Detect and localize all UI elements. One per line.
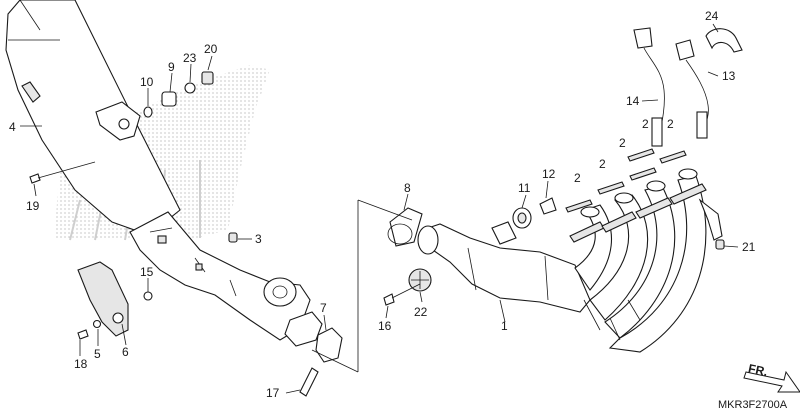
callout-label: 4 [9, 120, 16, 134]
leader-lines [20, 23, 739, 394]
callout-label: 22 [414, 305, 428, 319]
exhaust-pipe-assembly [417, 168, 723, 353]
callout-label: 8 [404, 181, 411, 195]
gaskets-2 [565, 148, 687, 213]
callout-label: 2 [619, 136, 626, 150]
callout-label: 5 [94, 347, 101, 361]
callout-label: 19 [26, 199, 40, 213]
washer-23 [184, 82, 196, 94]
collar-9 [161, 91, 177, 107]
o2-sensor-13 [675, 39, 709, 139]
callout-label: 21 [742, 240, 756, 254]
front-marker-label: FR. [747, 361, 769, 379]
callout-label: 11 [518, 181, 531, 195]
nut-20 [201, 71, 214, 85]
callout-label: 12 [542, 167, 556, 181]
o2-sensor-14 [633, 27, 665, 147]
callout-label: 24 [705, 9, 719, 23]
nut-21 [715, 239, 725, 250]
band-7 [315, 327, 343, 363]
front-direction-arrow: FR. [743, 361, 800, 393]
callout-label: 14 [626, 94, 640, 108]
bolt-19 [29, 161, 96, 184]
washer-10 [143, 106, 153, 118]
diagram-code: MKR3F2700A [718, 399, 788, 411]
washer-5 [92, 319, 102, 329]
grommet-11 [512, 207, 532, 229]
washer-15 [143, 291, 153, 301]
callout-label: 2 [574, 171, 581, 185]
callout-label: 2 [642, 117, 649, 131]
link-pipe [129, 211, 323, 347]
bolt-18 [77, 329, 89, 340]
callout-label: 9 [168, 60, 175, 74]
callout-label: 3 [255, 232, 262, 246]
callout-label: 1 [501, 319, 508, 333]
callout-label: 6 [122, 345, 129, 359]
bolt-16 [383, 283, 421, 306]
callout-label: 16 [378, 319, 392, 333]
collar-12 [539, 197, 557, 215]
callout-label: 23 [183, 51, 197, 65]
callout-label: 13 [722, 69, 736, 83]
heat-guard [77, 261, 129, 337]
clamp-24 [705, 28, 743, 53]
callouts: 1 2 2 2 2 2 3 4 5 6 7 8 9 10 11 12 13 14… [9, 9, 756, 400]
callout-label: 2 [599, 157, 606, 171]
callout-label: 15 [140, 265, 154, 279]
gasket-8 [387, 207, 423, 247]
callout-label: 17 [266, 386, 280, 400]
nut-3 [228, 232, 238, 243]
callout-label: 18 [74, 357, 88, 371]
callout-label: 10 [140, 75, 154, 89]
cover-22 [408, 268, 432, 292]
muffler [5, 0, 181, 233]
callout-label: 20 [204, 42, 218, 56]
bolt-17 [299, 367, 319, 397]
callout-label: 2 [667, 117, 674, 131]
callout-label: 7 [320, 301, 327, 315]
